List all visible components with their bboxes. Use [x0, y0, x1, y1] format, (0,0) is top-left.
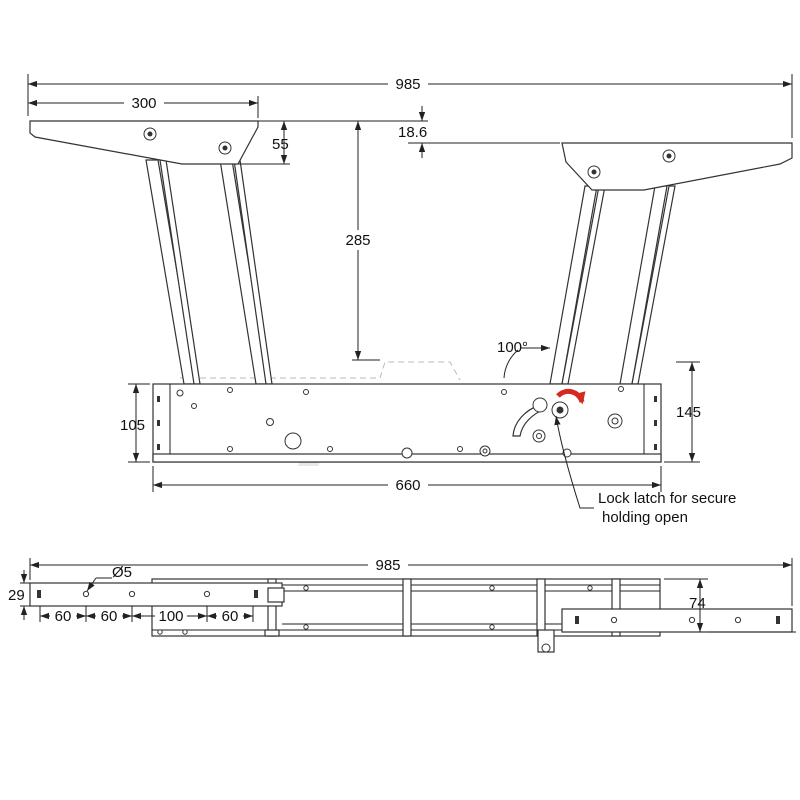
dim-label: 55: [272, 136, 289, 153]
dim-label: 29: [8, 587, 25, 604]
dim-label: 60: [222, 608, 239, 625]
right-top-plate: [561, 142, 793, 191]
mounting-hole-center: [222, 145, 228, 151]
dim-label: 285: [345, 232, 370, 249]
mounting-hole-center: [666, 153, 672, 159]
dim-plate-offset: 18.6: [398, 106, 560, 158]
dim-base-height-left: 105: [120, 383, 150, 463]
front-view: 985 300 55 18.6 285: [27, 74, 793, 526]
dim-base-width: 660: [152, 466, 662, 494]
callout-line-2: holding open: [602, 509, 688, 526]
left-plate-plan: [29, 582, 285, 607]
closed-position-outline: [180, 361, 461, 381]
mounting-hole-center: [147, 131, 153, 137]
dim-label: 100: [158, 608, 183, 625]
dim-label: 660: [395, 477, 420, 494]
dim-open-angle: 100°: [497, 339, 550, 379]
callout-line-1: Lock latch for secure: [598, 490, 736, 507]
dim-label: 74: [689, 595, 706, 612]
dim-depth: 74: [664, 578, 796, 633]
base-plate: [152, 383, 662, 463]
dim-label: 105: [120, 417, 145, 434]
dim-label: 985: [395, 76, 420, 93]
lock-latch-callout: Lock latch for secure holding open: [554, 415, 736, 526]
dim-hole-diameter: Ø5: [86, 564, 132, 592]
dim-label: Ø5: [112, 564, 132, 581]
left-top-plate: [29, 120, 259, 165]
dim-top-plate-height: 55: [238, 120, 428, 165]
dim-label: 18.6: [398, 124, 427, 141]
dim-lift-height: 285: [340, 121, 380, 361]
dim-hole-spacing: 60 60 100 60: [39, 606, 254, 625]
right-plate-plan: [561, 608, 793, 633]
dim-label: 985: [375, 557, 400, 574]
dim-label: 60: [101, 608, 118, 625]
left-lift-arms: [145, 159, 273, 385]
dim-label: 100°: [497, 339, 528, 356]
right-lift-arms: [549, 185, 676, 385]
mounting-hole-center: [591, 169, 597, 175]
dim-base-height-right: 145: [664, 361, 701, 463]
dim-label: 300: [131, 95, 156, 112]
rotation-arrow-icon: [556, 388, 586, 405]
top-view: 985 Ø5 29 74: [8, 556, 796, 653]
dim-top-view-width: 985: [29, 556, 793, 606]
dim-top-plate-width: 300: [28, 94, 259, 118]
dim-overall-width: 985: [27, 74, 793, 138]
dim-rail-height: 29: [8, 570, 30, 620]
dim-label: 60: [55, 608, 72, 625]
dim-label: 145: [676, 404, 701, 421]
lock-latch: [512, 388, 586, 437]
